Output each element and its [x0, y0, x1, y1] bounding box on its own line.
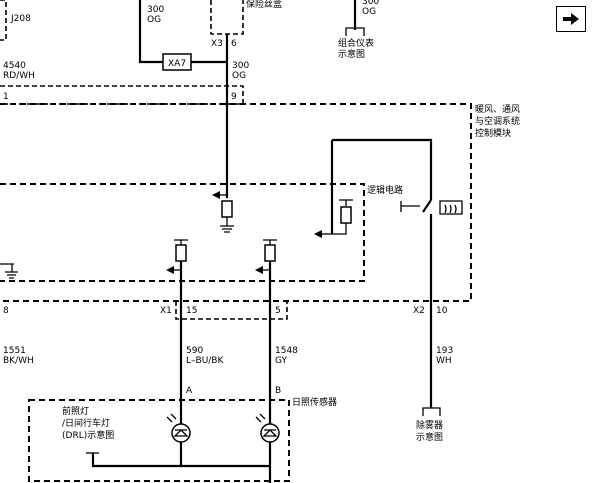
pin6-label: 6 — [231, 39, 237, 49]
sensor1-resistor — [175, 244, 187, 262]
defog-switch-left — [400, 201, 420, 212]
wire-hvac-top — [332, 138, 433, 200]
wire-4540-number: 4540 — [3, 61, 26, 71]
cluster-wire-color: OG — [362, 7, 376, 17]
x2-label: X2 — [413, 306, 425, 316]
sensor1-resistor-top — [174, 239, 188, 245]
photodiode-1-light — [166, 413, 177, 423]
wire-590-number: 590 — [186, 346, 203, 356]
wire-193-color: WH — [436, 356, 452, 366]
headlamp-ref-line2: /日间行车灯 — [62, 417, 110, 429]
sensor-common-wire — [91, 453, 270, 468]
wire-loop-left — [138, 0, 163, 64]
cluster-ref-line2: 示意图 — [338, 48, 365, 60]
pin15-label: 15 — [186, 306, 197, 316]
next-page-button[interactable] — [556, 6, 586, 32]
top-connector-box — [0, 85, 244, 105]
pin-b-label: B — [275, 386, 281, 396]
cluster-ref-line1: 组合仪表 — [338, 37, 374, 49]
sensor2-resistor-top — [263, 239, 277, 245]
photodiode-2-symbol — [262, 429, 278, 437]
logic-resistor-top — [339, 199, 353, 206]
x1-connector-box — [175, 301, 288, 320]
wire-590-color: L–BU/BK — [186, 356, 224, 366]
defog-heat-waves — [444, 204, 457, 214]
headlamp-ref-line3: (DRL)示意图 — [62, 429, 114, 441]
x3-label: X3 — [211, 39, 223, 49]
defog-heater-symbol — [439, 200, 463, 215]
x1-label: X1 — [160, 306, 172, 316]
logic-resistor-wire — [332, 223, 347, 235]
hvac-label-line2: 与空调系统 — [475, 115, 520, 127]
logic-circuit-label: 逻辑电路 — [367, 184, 403, 196]
wire-1548-color: GY — [275, 356, 288, 366]
j208-label: J208 — [10, 14, 31, 24]
xa7-label: XA7 — [168, 59, 186, 69]
pin-a-label: A — [186, 386, 193, 396]
hvac-label-line1: 暖风、通风 — [475, 103, 520, 115]
logic-arrow — [314, 230, 322, 238]
arrow-right-icon — [563, 13, 579, 25]
pin1-label: 1 — [3, 92, 9, 102]
wire-300-number: 300 — [232, 61, 249, 71]
photodiode-1 — [171, 423, 191, 443]
wire-193-number: 193 — [436, 346, 453, 356]
wire-300-top-number: 300 — [147, 5, 164, 15]
ground-symbol-left — [0, 263, 18, 279]
photodiode-2 — [260, 423, 280, 443]
ground-300 — [220, 217, 234, 233]
defog-ref-line2: 示意图 — [416, 431, 443, 443]
sensor2-resistor — [264, 244, 276, 262]
pin10-label: 10 — [436, 306, 448, 316]
hvac-module-outline — [0, 103, 472, 302]
hvac-label-line3: 控制模块 — [475, 127, 511, 139]
pin5-label: 5 — [275, 306, 281, 316]
wire-1551-color: BK/WH — [3, 356, 34, 366]
defog-switch-blade — [422, 199, 432, 213]
photodiode-1-symbol — [173, 429, 189, 437]
resistor-300 — [221, 200, 233, 218]
fuse-box-label: 保险丝盒 — [246, 0, 282, 10]
cluster-wire-number: 300 — [362, 0, 379, 7]
wire-300-top-color: OG — [147, 15, 161, 25]
defog-ref-bracket — [422, 407, 441, 416]
sensor2-arrow — [255, 266, 263, 274]
arrow-300 — [212, 191, 220, 199]
photodiode-2-light — [255, 413, 266, 423]
sun-sensor-box — [28, 399, 290, 482]
defog-ref-line1: 除雾器 — [416, 419, 443, 431]
wire-1548-number: 1548 — [275, 346, 298, 356]
wire-1551-number: 1551 — [3, 346, 26, 356]
headlamp-ref-line1: 前照灯 — [62, 405, 89, 417]
pin8-label: 8 — [3, 306, 9, 316]
pin9-label: 9 — [231, 92, 237, 102]
cluster-ref-bracket — [345, 27, 365, 36]
sun-sensor-label: 日照传感器 — [292, 396, 337, 408]
j208-box — [0, 0, 7, 41]
logic-resistor — [340, 206, 352, 224]
wire-4540-color: RD/WH — [3, 71, 35, 81]
wire-300-color: OG — [232, 71, 246, 81]
fuse-box-outline — [210, 0, 244, 35]
sensor1-arrow — [166, 266, 174, 274]
